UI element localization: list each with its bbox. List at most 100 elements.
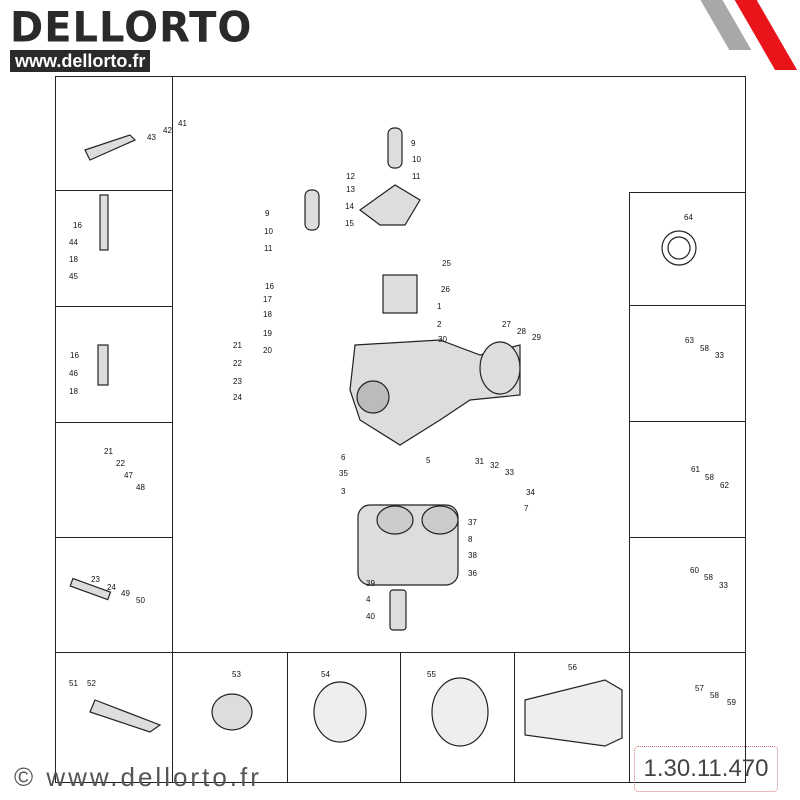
copyright-text: © www.dellorto.fr xyxy=(14,762,262,792)
part-label: 58 xyxy=(710,691,719,700)
part-label: 31 xyxy=(475,457,484,466)
part-label: 25 xyxy=(442,259,451,268)
part-label: 36 xyxy=(468,569,477,578)
part-label: 32 xyxy=(490,461,499,470)
part-label: 22 xyxy=(233,359,242,368)
part-label: 15 xyxy=(345,219,354,228)
part-label: 49 xyxy=(121,589,130,598)
part-label: 14 xyxy=(345,202,354,211)
part-label: 54 xyxy=(321,670,330,679)
part-label: 21 xyxy=(233,341,242,350)
part-label: 22 xyxy=(116,459,125,468)
part-label: 18 xyxy=(263,310,272,319)
part-label: 13 xyxy=(346,185,355,194)
part-label: 10 xyxy=(264,227,273,236)
part-label: 41 xyxy=(178,119,187,128)
part-label: 45 xyxy=(69,272,78,281)
left-box-2 xyxy=(55,190,173,307)
part-label: 55 xyxy=(427,670,436,679)
part-label: 57 xyxy=(695,684,704,693)
intake-ring xyxy=(356,380,390,414)
part-label: 3 xyxy=(341,487,346,496)
part-label: 39 xyxy=(366,579,375,588)
part-label: 24 xyxy=(107,583,116,592)
part-label: 42 xyxy=(163,126,172,135)
brand-wordmark: DELLORTO xyxy=(10,3,253,53)
part-label: 21 xyxy=(104,447,113,456)
part-label: 10 xyxy=(412,155,421,164)
left-box-4 xyxy=(55,422,173,538)
part-label: 34 xyxy=(526,488,535,497)
bottom-box-4 xyxy=(400,652,515,783)
carburetor-body xyxy=(349,339,521,446)
part-label: 60 xyxy=(690,566,699,575)
part-label: 37 xyxy=(468,518,477,527)
bottom-box-6 xyxy=(629,652,746,783)
part-label: 6 xyxy=(341,453,346,462)
part-label: 33 xyxy=(505,468,514,477)
part-label: 11 xyxy=(264,244,273,253)
part-label: 17 xyxy=(263,295,272,304)
part-label: 11 xyxy=(412,172,421,181)
part-label: 16 xyxy=(265,282,274,291)
part-label: 56 xyxy=(568,663,577,672)
part-label: 40 xyxy=(366,612,375,621)
part-label: 24 xyxy=(233,393,242,402)
part-label: 63 xyxy=(685,336,694,345)
part-label: 33 xyxy=(715,351,724,360)
drain-plug xyxy=(389,589,407,631)
part-label: 16 xyxy=(70,351,79,360)
part-label: 5 xyxy=(426,456,431,465)
reference-number: 1.30.11.470 xyxy=(634,746,778,792)
part-label: 2 xyxy=(437,320,442,329)
part-label: 53 xyxy=(232,670,241,679)
part-label: 48 xyxy=(136,483,145,492)
part-label: 23 xyxy=(233,377,242,386)
part-label: 64 xyxy=(684,213,693,222)
velocity-stack-55 xyxy=(431,677,489,747)
intake-adaptor-53 xyxy=(211,693,253,731)
part-label: 9 xyxy=(265,209,270,218)
part-label: 7 xyxy=(524,504,529,513)
part-label: 23 xyxy=(91,575,100,584)
part-label: 28 xyxy=(517,327,526,336)
part-label: 27 xyxy=(502,320,511,329)
part-label: 50 xyxy=(136,596,145,605)
part-label: 18 xyxy=(69,387,78,396)
choke-plunger xyxy=(304,189,320,231)
dellorto-logo: DELLORTO www.dellorto.fr xyxy=(10,3,253,72)
intake-adaptor-54 xyxy=(313,681,367,743)
part-label: 38 xyxy=(468,551,477,560)
part-label: 9 xyxy=(411,139,416,148)
part-label: 59 xyxy=(727,698,736,707)
part-label: 58 xyxy=(705,473,714,482)
part-label: 58 xyxy=(700,344,709,353)
lever-52 xyxy=(89,699,162,733)
slide-valve xyxy=(382,274,418,314)
part-label: 16 xyxy=(73,221,82,230)
velocity-stack-56 xyxy=(524,679,623,747)
part-label: 43 xyxy=(147,133,156,142)
top-cap xyxy=(358,184,421,226)
part-label: 51 xyxy=(69,679,78,688)
part-label: 33 xyxy=(719,581,728,590)
part-label: 61 xyxy=(691,465,700,474)
part-label: 35 xyxy=(339,469,348,478)
part-label: 30 xyxy=(438,335,447,344)
part-label: 1 xyxy=(437,302,442,311)
website-badge: www.dellorto.fr xyxy=(10,50,151,72)
part-label: 46 xyxy=(69,369,78,378)
part-label: 18 xyxy=(69,255,78,264)
part-label: 29 xyxy=(532,333,541,342)
part-label: 58 xyxy=(704,573,713,582)
bottom-box-2 xyxy=(172,652,288,783)
part-label: 52 xyxy=(87,679,96,688)
part-label: 4 xyxy=(366,595,371,604)
part-label: 44 xyxy=(69,238,78,247)
part-label: 26 xyxy=(441,285,450,294)
part-label: 62 xyxy=(720,481,729,490)
part-label: 47 xyxy=(124,471,133,480)
outlet xyxy=(479,341,521,395)
part-label: 8 xyxy=(468,535,473,544)
